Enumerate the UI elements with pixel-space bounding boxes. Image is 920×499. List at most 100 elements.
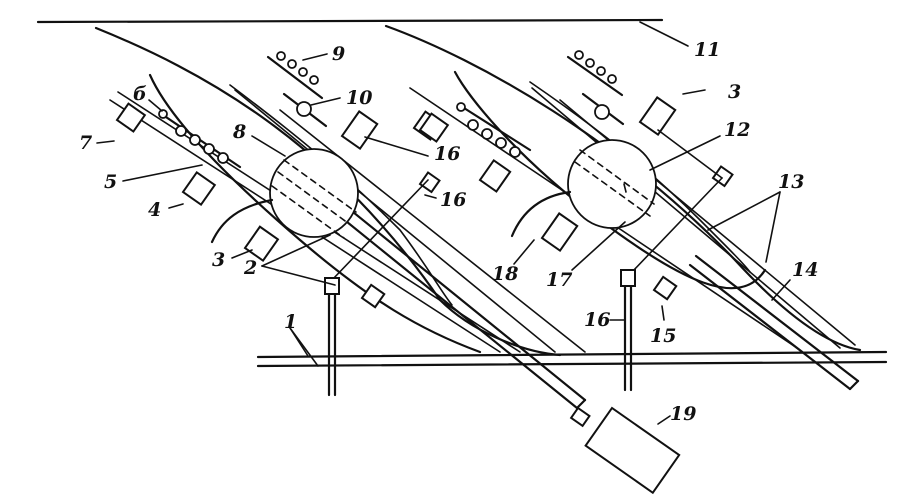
right-pulley [594, 104, 610, 120]
right-top-roller-bar [566, 55, 624, 97]
lead-2b [261, 265, 336, 286]
left-lead-16b [424, 194, 437, 199]
box-right-mid-left [478, 158, 512, 193]
box-upper-left [340, 110, 379, 151]
roller [175, 125, 187, 137]
label-4: 4 [148, 199, 161, 221]
roller [509, 146, 521, 158]
machine-19-body [584, 406, 681, 495]
label-13: 13 [778, 171, 804, 193]
label-14: 14 [792, 259, 818, 281]
roller [456, 102, 466, 112]
box-3-left [243, 225, 280, 263]
lead-18 [513, 239, 535, 265]
lead-11 [639, 21, 689, 47]
lead-19 [657, 415, 671, 425]
left-pipe-bottom [308, 190, 579, 410]
lead-15 [661, 305, 665, 321]
roller [309, 75, 319, 85]
lead-3l [231, 249, 253, 259]
right-crane-arm [631, 177, 723, 273]
machine-19-coupling [569, 406, 591, 428]
box-4 [181, 170, 217, 207]
leader-lines [96, 21, 791, 425]
label-3-right: 3 [728, 81, 741, 103]
roller [596, 66, 606, 76]
label-15: 15 [650, 325, 676, 347]
roller [276, 51, 286, 61]
lead-6 [148, 99, 163, 112]
machine-19 [569, 406, 681, 495]
right-drum-short [623, 183, 627, 193]
right-drum-dash-1 [574, 161, 651, 217]
bottom-rail-line-lower [256, 360, 888, 368]
box-16-left [418, 171, 441, 194]
left-pulley-10 [296, 101, 312, 117]
right-lead-a [657, 129, 723, 179]
left-branch-curve [210, 198, 274, 244]
lead-14 [771, 279, 791, 301]
roller [495, 137, 507, 149]
label-5: 5 [104, 171, 117, 193]
box-7 [115, 102, 147, 133]
label-9: 9 [332, 43, 345, 65]
right-crane-head [620, 269, 636, 287]
label-3-left: 3 [212, 249, 225, 271]
lead-17 [571, 221, 626, 271]
labels: 1 2 3 3 4 5 б 7 8 9 10 11 12 13 14 15 16… [79, 39, 818, 425]
left-crane-arm [331, 179, 429, 281]
label-6: б [133, 83, 147, 105]
bottom-rail-line-upper [256, 350, 888, 359]
label-2: 2 [243, 257, 257, 279]
left-lens-inner [229, 84, 453, 306]
roller [298, 67, 308, 77]
roller [467, 119, 479, 131]
lead-5 [122, 164, 203, 182]
roller [607, 74, 617, 84]
lead-13b [765, 191, 781, 263]
left-lens-lower [148, 73, 482, 354]
box-right-lower-left [540, 212, 579, 253]
left-drum-dash-3 [271, 185, 345, 239]
left-pipe-top [314, 180, 587, 402]
lead-8 [251, 135, 286, 157]
lead-4 [168, 203, 184, 209]
right-branch-curve [510, 190, 572, 238]
lead-10 [310, 97, 341, 106]
label-12: 12 [724, 119, 750, 141]
box-bottom-left [360, 283, 386, 309]
label-10: 10 [346, 87, 372, 109]
label-1: 1 [284, 311, 297, 333]
right-drum-dash-2 [579, 149, 655, 205]
right-pipe-bottom [688, 263, 852, 391]
box-15 [652, 275, 678, 301]
label-18: 18 [492, 263, 518, 285]
roller [574, 50, 584, 60]
lead-3r [682, 89, 706, 95]
lead-9 [302, 53, 328, 61]
label-16-mid: 16 [440, 189, 466, 211]
label-11: 11 [694, 39, 720, 61]
roller [481, 128, 493, 140]
left-drum [269, 148, 359, 238]
roller-6 [158, 109, 168, 119]
roller [203, 143, 215, 155]
right-unit [384, 24, 862, 392]
roller [189, 134, 201, 146]
box-right-upper-left [418, 112, 450, 143]
right-pipe-top [694, 254, 860, 383]
lead-1b [289, 327, 319, 367]
box-3-right [638, 96, 677, 137]
lead-13a [707, 191, 781, 231]
right-pipe-end [848, 379, 860, 391]
roller [585, 58, 595, 68]
right-roller-bar [462, 106, 532, 152]
left-pipe-end [575, 398, 587, 410]
right-drum [567, 139, 657, 229]
left-drum-dash-1 [277, 171, 353, 227]
left-track-4 [279, 109, 586, 353]
top-rail-line [36, 18, 664, 24]
left-roller-bar-9 [266, 55, 324, 100]
lead-7 [96, 140, 115, 144]
